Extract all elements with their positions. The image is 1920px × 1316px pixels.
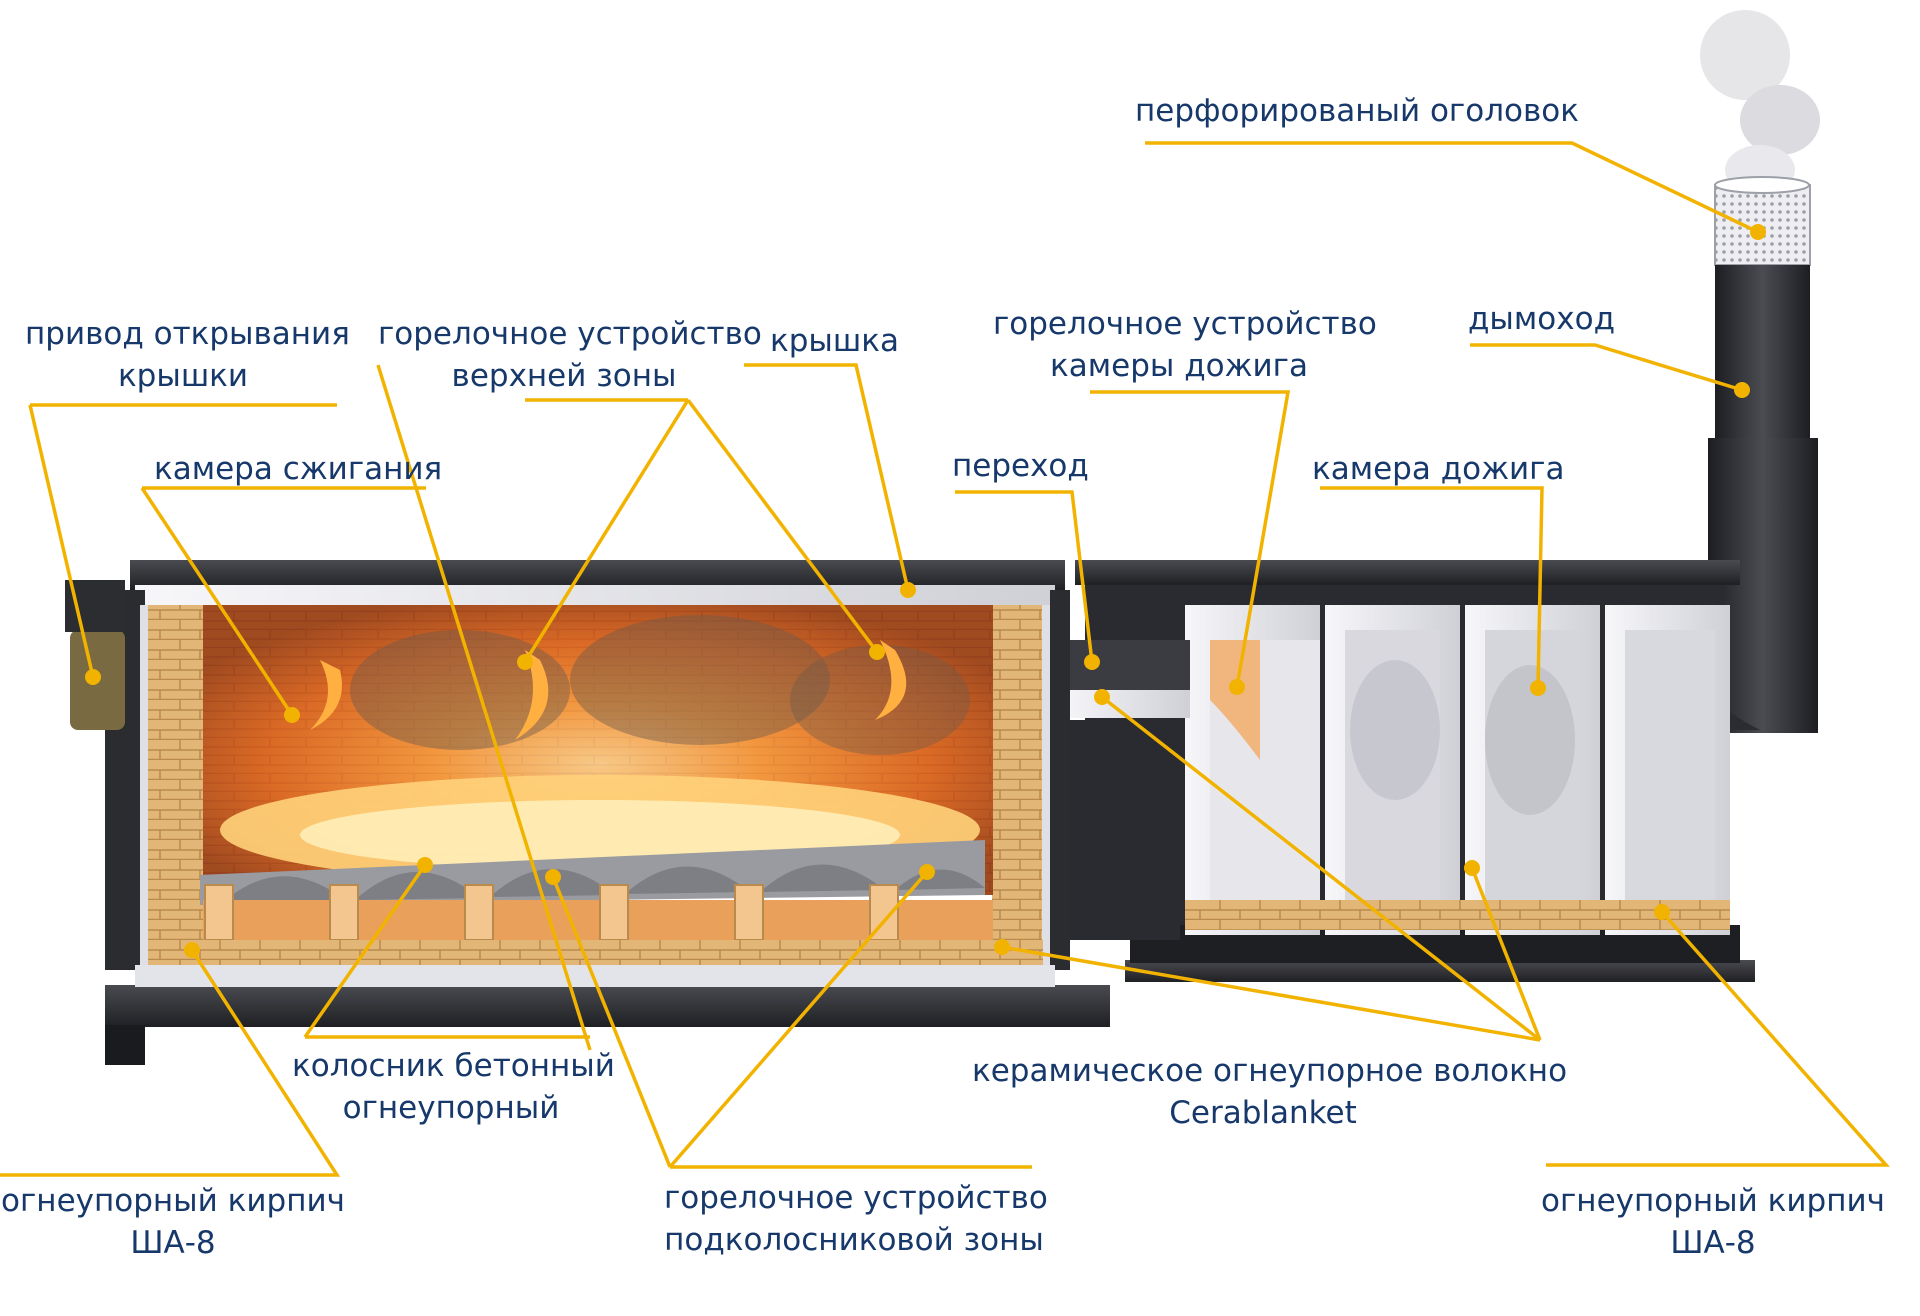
label-lid-drive: привод открывания крышки [25, 313, 341, 397]
label-lid: крышка [770, 320, 899, 362]
afterburner-chamber-body [1060, 560, 1755, 982]
label-afterburner-burner: горелочное устройство камеры дожига [993, 303, 1365, 387]
label-ceramic-fiber: керамическое огнеупорное волокно Cerabla… [972, 1050, 1554, 1134]
label-upper-zone-burner: горелочное устройство верхней зоны [378, 313, 750, 397]
smoke [1700, 10, 1820, 195]
label-subgrate-burner: горелочное устройство подколосниковой зо… [664, 1177, 1044, 1261]
label-combustion-chamber: камера сжигания [154, 448, 442, 490]
combustion-chamber-body [65, 560, 1110, 1065]
label-fire-brick-right: огнеупорный кирпич ША-8 [1540, 1180, 1886, 1264]
label-chimney: дымоход [1468, 298, 1615, 340]
afterburner-cells [1185, 605, 1730, 935]
label-afterburner-chamber: камера дожига [1312, 448, 1564, 490]
label-grate: колосник бетонный огнеупорный [292, 1045, 610, 1129]
label-transition: переход [952, 445, 1089, 487]
label-chimney-cap: перфорированый оголовок [1135, 90, 1579, 132]
label-fire-brick-left: огнеупорный кирпич ША-8 [0, 1180, 346, 1264]
